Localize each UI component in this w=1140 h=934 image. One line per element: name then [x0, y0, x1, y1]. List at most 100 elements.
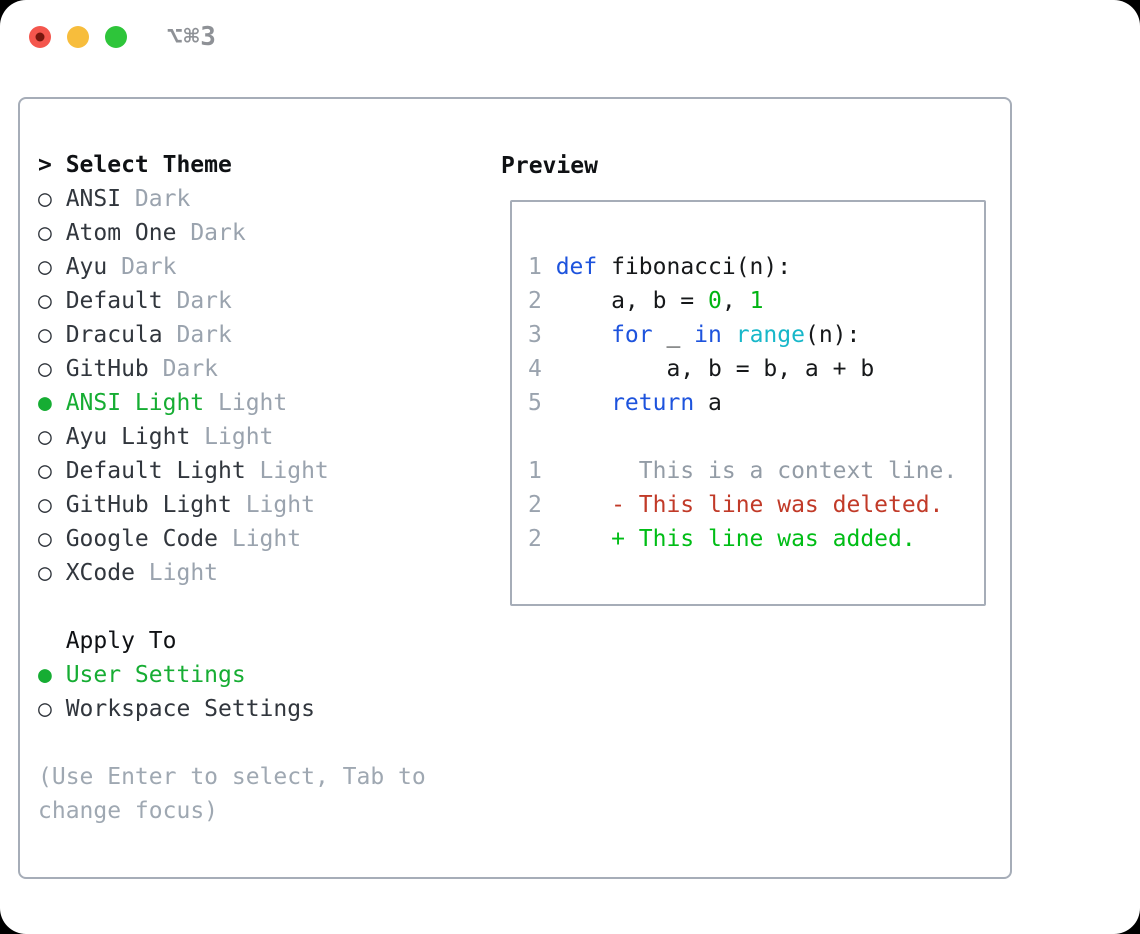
- theme-option-github-light[interactable]: ○ GitHub Light Light: [38, 488, 426, 522]
- option-variant-tag: Dark: [176, 288, 232, 314]
- code-line: 2 a, b = 0, 1: [528, 284, 984, 318]
- code-token-plain: (n):: [804, 322, 861, 348]
- line-number: 1: [528, 254, 542, 280]
- option-label: XCode: [65, 560, 135, 586]
- radio-unselected-icon: ○: [38, 186, 52, 212]
- code-line: 2 - This line was deleted.: [528, 488, 984, 522]
- help-text-line-1: (Use Enter to select, Tab to: [38, 764, 426, 790]
- radio-unselected-icon: ○: [38, 424, 52, 450]
- code-token-plain: _: [652, 322, 695, 348]
- code-token-plain: [722, 322, 736, 348]
- option-label: GitHub Light: [65, 492, 232, 518]
- code-token-kw: def: [555, 254, 598, 280]
- theme-option-ayu-light[interactable]: ○ Ayu Light Light: [38, 420, 426, 454]
- option-variant-tag: Dark: [121, 254, 177, 280]
- radio-unselected-icon: ○: [38, 696, 52, 722]
- radio-unselected-icon: ○: [38, 288, 52, 314]
- apply-to-header: Apply To: [38, 624, 426, 658]
- theme-option-xcode[interactable]: ○ XCode Light: [38, 556, 426, 590]
- code-token-num: 0: [708, 288, 722, 314]
- apply-option-workspace-settings[interactable]: ○ Workspace Settings: [38, 692, 426, 726]
- option-variant-tag: Dark: [190, 220, 246, 246]
- radio-unselected-icon: ○: [38, 526, 52, 552]
- apply-option-user-settings[interactable]: ● User Settings: [38, 658, 426, 692]
- option-variant-tag: Light: [259, 458, 329, 484]
- window-titlebar: ⌥⌘3: [0, 0, 1140, 74]
- code-token-kw: return: [611, 390, 695, 416]
- radio-unselected-icon: ○: [38, 492, 52, 518]
- code-line: 4 a, b = b, a + b: [528, 352, 984, 386]
- code-token-plain: a: [694, 390, 722, 416]
- spacer: [38, 590, 426, 624]
- help-text-line-2: change focus): [38, 798, 219, 824]
- radio-selected-icon: ●: [38, 662, 52, 688]
- code-token-fn: range: [735, 322, 805, 348]
- radio-unselected-icon: ○: [38, 560, 52, 586]
- option-label: ANSI: [65, 186, 122, 212]
- line-number: 2: [528, 288, 542, 314]
- spacer: [38, 726, 426, 760]
- option-label: Ayu: [65, 254, 108, 280]
- option-label: Ayu Light: [65, 424, 191, 450]
- radio-unselected-icon: ○: [38, 220, 52, 246]
- radio-unselected-icon: ○: [38, 458, 52, 484]
- option-variant-tag: Dark: [162, 356, 219, 382]
- line-number: 4: [528, 356, 542, 382]
- code-token-num: 1: [749, 288, 764, 314]
- apply-to-title: Apply To: [65, 628, 177, 654]
- code-token-add: + This line was added.: [555, 526, 916, 552]
- theme-option-ansi[interactable]: ○ ANSI Dark: [38, 182, 426, 216]
- code-token-del: - This line was deleted.: [555, 492, 944, 518]
- line-number: 1: [528, 458, 542, 484]
- option-label: User Settings: [65, 662, 246, 688]
- code-token-plain: [556, 390, 611, 416]
- option-label: Google Code: [65, 526, 219, 552]
- close-button[interactable]: [29, 26, 51, 48]
- theme-option-default[interactable]: ○ Default Dark: [38, 284, 426, 318]
- maximize-button[interactable]: [105, 26, 127, 48]
- line-number: 5: [528, 390, 542, 416]
- option-variant-tag: Light: [231, 526, 302, 552]
- theme-option-google-code[interactable]: ○ Google Code Light: [38, 522, 426, 556]
- radio-selected-icon: ●: [38, 390, 52, 416]
- code-token-kw: in: [694, 322, 722, 348]
- code-line: 1 This is a context line.: [528, 454, 984, 488]
- option-variant-tag: Light: [204, 424, 274, 450]
- preview-title: Preview: [501, 153, 598, 179]
- option-label: Default Light: [65, 458, 246, 484]
- code-token-plain: ,: [721, 288, 750, 314]
- code-line: 3 for _ in range(n):: [528, 318, 984, 352]
- option-label: Workspace Settings: [65, 696, 315, 722]
- option-variant-tag: Dark: [134, 186, 191, 212]
- theme-option-default-light[interactable]: ○ Default Light Light: [38, 454, 426, 488]
- line-number: 2: [528, 526, 542, 552]
- minimize-button[interactable]: [67, 26, 89, 48]
- code-line: [528, 420, 984, 454]
- window-shortcut-label: ⌥⌘3: [167, 22, 217, 52]
- option-variant-tag: Light: [218, 390, 288, 416]
- code-token-kw: for: [611, 322, 653, 348]
- code-token-plain: [556, 322, 611, 348]
- option-label: Default: [65, 288, 163, 314]
- option-variant-tag: Dark: [176, 322, 232, 348]
- code-token-plain: a, b =: [555, 288, 709, 314]
- option-variant-tag: Light: [148, 560, 219, 586]
- line-number: 2: [528, 492, 542, 518]
- option-label: GitHub: [65, 356, 149, 382]
- code-line: 5 return a: [528, 386, 984, 420]
- option-variant-tag: Light: [245, 492, 315, 518]
- radio-unselected-icon: ○: [38, 322, 52, 348]
- record-dot-icon: [35, 32, 45, 42]
- select-theme-header: >Select Theme: [38, 148, 426, 182]
